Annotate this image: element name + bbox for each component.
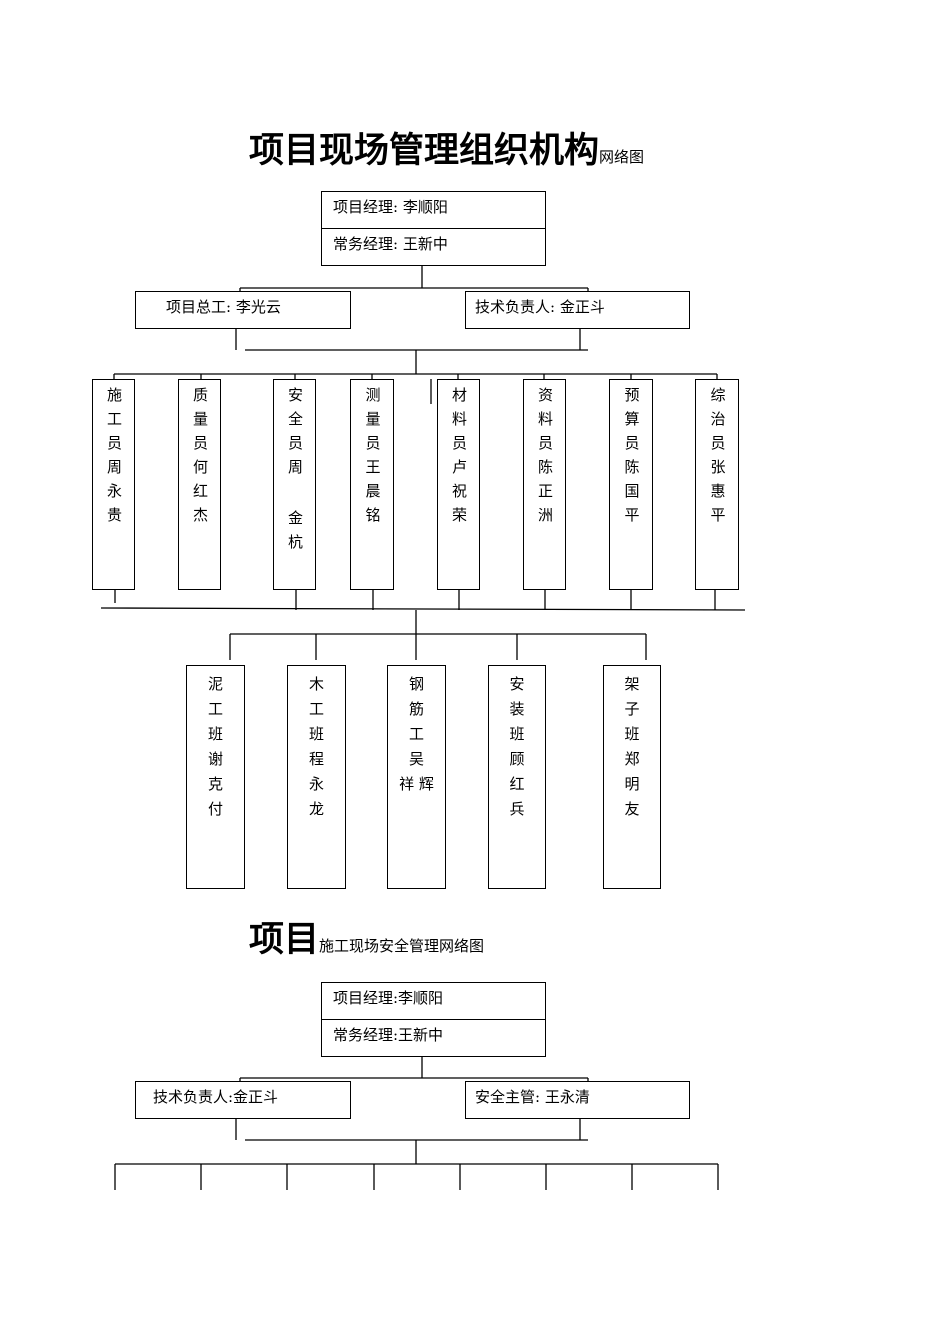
safety-chart-title-main: 项目	[249, 919, 320, 960]
staff-label: 安全员周 金杭	[286, 387, 304, 558]
staff-box-materials: 材料员卢祝荣	[437, 379, 480, 590]
staff-label: 材料员卢祝荣	[450, 387, 468, 531]
safety-tech-lead-box: 技术负责人:金正斗	[135, 1081, 351, 1119]
staff-box-survey: 测量员王晨铭	[350, 379, 394, 590]
staff-box-budget: 预算员陈国平	[609, 379, 653, 590]
tech-lead-box: 技术负责人: 金正斗	[465, 291, 690, 329]
tech-lead-label: 技术负责人: 金正斗	[475, 298, 605, 316]
org-chart-title-suffix: 网络图	[599, 148, 645, 166]
safety-lead-label: 安全主管: 王永清	[475, 1088, 590, 1106]
team-box-rebar: 钢筋工吴祥 辉	[387, 665, 446, 889]
staff-label: 预算员陈国平	[622, 387, 641, 531]
safety-project-manager-label: 项目经理:李顺阳	[333, 989, 444, 1007]
safety-tech-lead-label: 技术负责人:金正斗	[153, 1088, 279, 1106]
safety-exec-manager-label: 常务经理:王新中	[333, 1026, 444, 1044]
staff-label: 资料员陈正洲	[536, 387, 554, 531]
project-manager-box: 项目经理: 李顺阳	[321, 191, 546, 229]
staff-label: 测量员王晨铭	[363, 387, 382, 531]
staff-box-quality: 质量员何红杰	[178, 379, 221, 590]
team-label: 木工班程永龙	[308, 675, 324, 818]
org-chart-title: 项目现场管理组织机构网络图	[249, 133, 644, 168]
team-box-installation: 安装班顾红兵	[488, 665, 546, 889]
chief-engineer-label: 项目总工: 李光云	[166, 298, 281, 316]
safety-chart-title: 项目施工现场安全管理网络图	[249, 922, 484, 957]
org-chart-title-main: 项目现场管理组织机构	[249, 130, 600, 171]
staff-box-safety: 安全员周 金杭	[273, 379, 316, 590]
team-box-scaffolding: 架子班郑明友	[603, 665, 661, 889]
team-label: 安装班顾红兵	[509, 675, 525, 818]
staff-label: 施工员周永贵	[105, 387, 123, 531]
project-manager-label: 项目经理: 李顺阳	[333, 198, 448, 216]
safety-project-manager-box: 项目经理:李顺阳	[321, 982, 546, 1020]
chief-engineer-box: 项目总工: 李光云	[135, 291, 351, 329]
staff-label: 综治员张惠平	[708, 387, 727, 531]
team-box-carpentry: 木工班程永龙	[287, 665, 346, 889]
team-label: 架子班郑明友	[624, 675, 640, 818]
exec-manager-box: 常务经理: 王新中	[321, 228, 546, 266]
exec-manager-label: 常务经理: 王新中	[333, 235, 448, 253]
staff-box-documents: 资料员陈正洲	[523, 379, 566, 590]
staff-box-order: 综治员张惠平	[695, 379, 739, 590]
team-box-masonry: 泥工班谢克付	[186, 665, 245, 889]
staff-box-construction: 施工员周永贵	[92, 379, 135, 590]
safety-chart-title-suffix: 施工现场安全管理网络图	[319, 937, 485, 955]
staff-label: 质量员何红杰	[191, 387, 209, 531]
safety-lead-box: 安全主管: 王永清	[465, 1081, 690, 1119]
team-label: 钢筋工吴祥 辉	[399, 675, 434, 793]
safety-exec-manager-box: 常务经理:王新中	[321, 1019, 546, 1057]
team-label: 泥工班谢克付	[207, 675, 223, 818]
